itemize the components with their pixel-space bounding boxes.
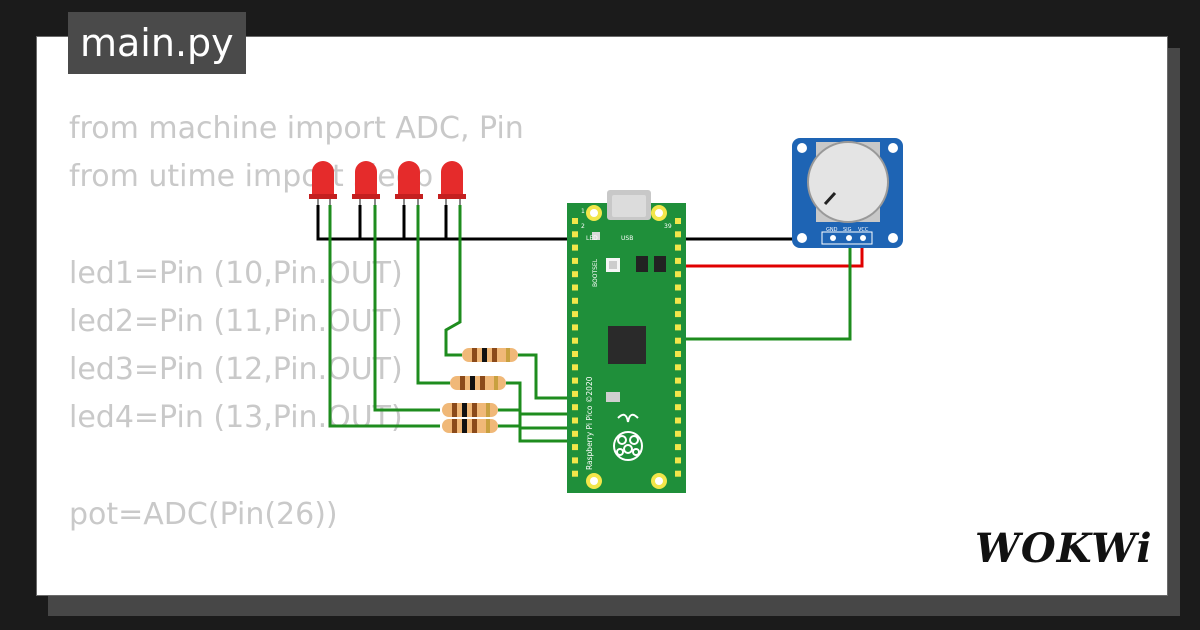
pico-pin[interactable]: [675, 377, 681, 384]
pico-pin[interactable]: [675, 244, 681, 251]
pico-pin[interactable]: [675, 364, 681, 371]
pico-pin[interactable]: [572, 311, 578, 318]
pico-pin[interactable]: [675, 390, 681, 397]
pico-pin[interactable]: [572, 231, 578, 238]
pico-pin-holes: [572, 218, 681, 477]
raspberry-logo-icon: [613, 413, 643, 461]
pico-pin[interactable]: [675, 271, 681, 278]
bootsel-label: BOOTSEL: [592, 258, 599, 287]
potentiometer-knob-pointer: [823, 191, 837, 206]
pico-pin[interactable]: [675, 311, 681, 318]
pico-pin[interactable]: [675, 231, 681, 238]
wokwi-logo: WOKWi: [975, 525, 1153, 572]
pico-pin[interactable]: [572, 457, 578, 464]
led-label: LED: [586, 235, 598, 242]
pico-pin[interactable]: [572, 430, 578, 437]
pico-pin[interactable]: [675, 444, 681, 451]
wire-green-led-anodes: [328, 205, 578, 443]
pico-pin[interactable]: [572, 364, 578, 371]
led-3[interactable]: [395, 161, 423, 205]
pico-pin[interactable]: [572, 390, 578, 397]
raspberry-pi-pico[interactable]: USB LED 1 2 39 BOOTSEL Raspberry Pi Pico…: [567, 190, 686, 493]
pico-pin[interactable]: [675, 417, 681, 424]
pin-1-label: 1: [581, 208, 585, 215]
pico-pin[interactable]: [572, 444, 578, 451]
code-line: led2=Pin (11,Pin.OUT): [69, 303, 403, 339]
wire-red-vcc: [680, 240, 864, 268]
pico-pin[interactable]: [572, 470, 578, 477]
pin-2-label: 2: [581, 223, 585, 230]
pot-pin-gnd: GND: [826, 227, 838, 233]
code-line: pot=ADC(Pin(26)): [69, 496, 338, 532]
pico-pin[interactable]: [572, 404, 578, 411]
pico-pin[interactable]: [675, 284, 681, 291]
pico-pin[interactable]: [572, 284, 578, 291]
pico-pin[interactable]: [572, 337, 578, 344]
pico-pin[interactable]: [675, 324, 681, 331]
resistor-3: [442, 403, 498, 417]
pico-pin[interactable]: [675, 470, 681, 477]
pin-39-label: 39: [664, 223, 672, 230]
pico-board-text: Raspberry Pi Pico ©2020: [585, 376, 594, 470]
potentiometer[interactable]: GND SIG VCC: [792, 138, 903, 248]
pico-pin[interactable]: [572, 417, 578, 424]
wire-green-sig: [680, 240, 852, 341]
pico-pin[interactable]: [675, 457, 681, 464]
resistor-4: [442, 419, 498, 433]
pico-pin[interactable]: [572, 324, 578, 331]
code-line: from machine import ADC, Pin: [69, 111, 524, 146]
led-2[interactable]: [352, 161, 380, 205]
pico-pin[interactable]: [675, 297, 681, 304]
code-line: led1=Pin (10,Pin.OUT): [69, 255, 403, 291]
resistor-2: [450, 376, 506, 390]
pico-pin[interactable]: [572, 244, 578, 251]
code-line: led4=Pin (13,Pin.OUT): [69, 400, 403, 436]
code-line: while 1:: [69, 587, 524, 595]
led-1[interactable]: [309, 161, 337, 205]
pico-pin[interactable]: [675, 257, 681, 264]
code-line: led3=Pin (12,Pin.OUT): [69, 351, 403, 387]
usb-label: USB: [621, 235, 633, 242]
wire-black-led-gnd: [316, 205, 580, 241]
resistor-1: [462, 348, 518, 362]
pico-pin[interactable]: [572, 351, 578, 357]
pico-pin[interactable]: [572, 218, 578, 224]
led-4[interactable]: [438, 161, 466, 205]
pico-pin[interactable]: [572, 297, 578, 304]
pot-pin-vcc: VCC: [858, 227, 869, 233]
pico-pin[interactable]: [675, 351, 681, 357]
pico-pin[interactable]: [572, 377, 578, 384]
pico-pin[interactable]: [675, 430, 681, 437]
pico-pin[interactable]: [675, 337, 681, 344]
pico-pin[interactable]: [675, 218, 681, 224]
pico-pin[interactable]: [572, 257, 578, 264]
pico-pin[interactable]: [572, 271, 578, 278]
pico-pin[interactable]: [675, 404, 681, 411]
pot-pin-sig: SIG: [843, 227, 852, 233]
file-tab-main-py[interactable]: main.py: [68, 12, 246, 74]
